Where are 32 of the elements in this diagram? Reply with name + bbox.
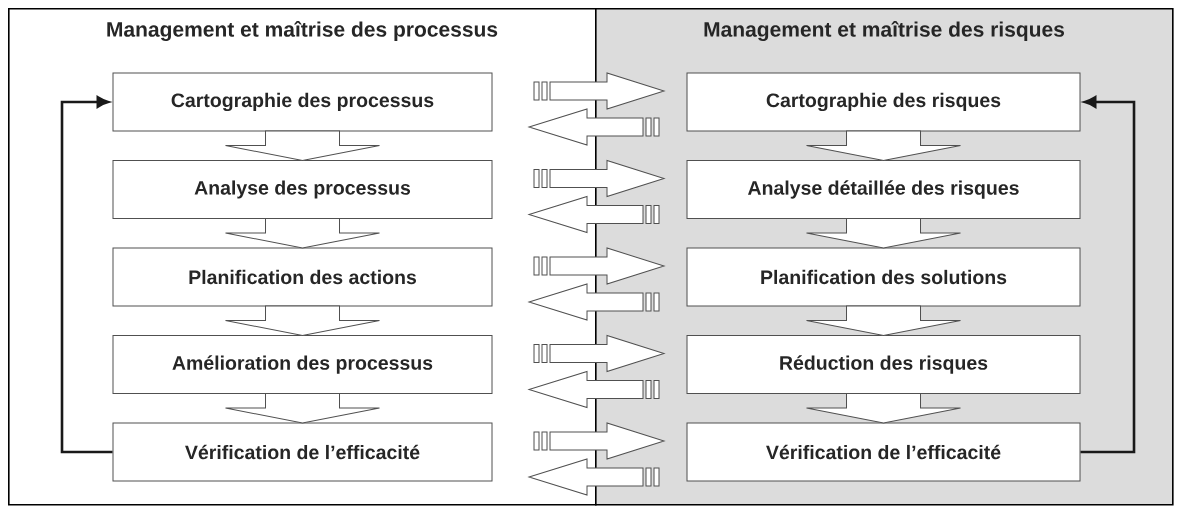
block-arrow [806, 305, 961, 336]
process-box: Cartographie des risques [686, 72, 1081, 132]
block-arrow [533, 72, 665, 110]
panel-heading: Management et maîtrise des processus [107, 20, 498, 42]
process-box: Analyse des processus [112, 160, 493, 219]
feedback-arrow [1080, 96, 1136, 454]
block-arrow [533, 335, 665, 372]
process-box: Vérification de l’efficacité [686, 422, 1081, 482]
process-box: Cartographie des processus [112, 72, 493, 132]
process-box: Amélioration des processus [112, 335, 493, 394]
block-arrow [806, 393, 961, 424]
block-arrow [528, 108, 660, 146]
block-arrow [225, 130, 380, 161]
feedback-arrow [60, 96, 113, 454]
process-box: Planification des actions [112, 247, 493, 307]
block-arrow [528, 458, 660, 496]
panel-heading: Management et maîtrise des risques [704, 20, 1064, 42]
block-arrow [806, 218, 961, 249]
block-arrow [225, 218, 380, 249]
block-arrow [533, 160, 665, 197]
process-box: Vérification de l’efficacité [112, 422, 493, 482]
process-box: Analyse détaillée des risques [686, 160, 1081, 219]
block-arrow [225, 393, 380, 424]
block-arrow [528, 283, 660, 321]
process-box: Planification des solutions [686, 247, 1081, 307]
block-arrow [533, 422, 665, 460]
process-box: Réduction des risques [686, 335, 1081, 394]
block-arrow [225, 305, 380, 336]
block-arrow [533, 247, 665, 285]
block-arrow [528, 196, 660, 233]
block-arrow [528, 371, 660, 408]
block-arrow [806, 130, 961, 161]
